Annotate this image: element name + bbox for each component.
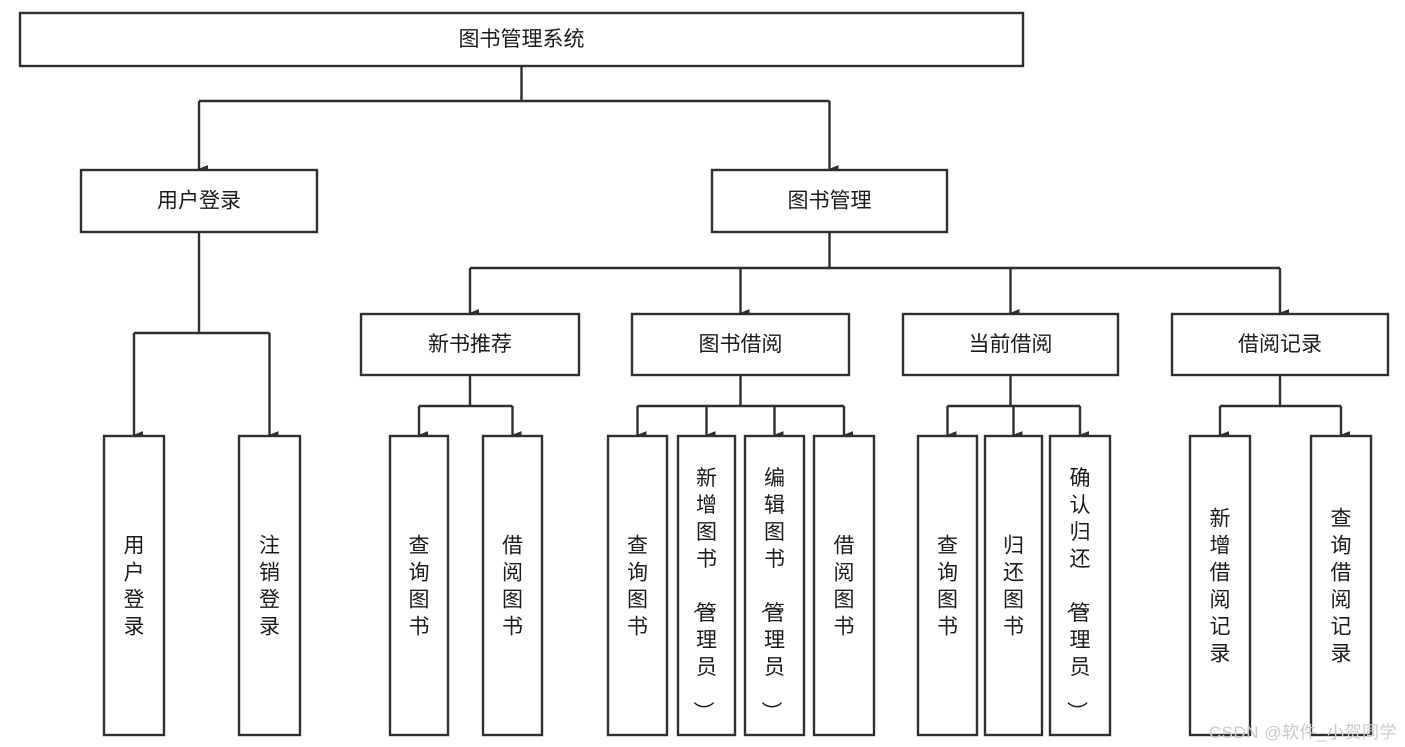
node-leaf-add-record[interactable]: 新增借阅记录: [1188, 434, 1252, 737]
node-label: 用户登录: [124, 535, 145, 639]
node-leaf-confirm-return[interactable]: 确认归还（管理员）: [1048, 434, 1112, 737]
node-leaf-query-book-3[interactable]: 查询图书: [916, 434, 979, 737]
watermark-label: CSDN @软件_小贺同学: [1208, 723, 1397, 742]
node-leaf-add-book[interactable]: 新增图书（管理员）: [676, 434, 737, 737]
node-label: 新增图书（管理员）: [691, 467, 717, 722]
node-label: 图书借阅: [699, 333, 783, 356]
node-leaf-logout[interactable]: 注销登录: [237, 434, 302, 737]
node-label: 当前借阅: [969, 333, 1053, 356]
node-box: [18, 11, 1025, 68]
node-label: 借阅图书: [502, 535, 523, 639]
node-leaf-borrow-book-1[interactable]: 借阅图书: [481, 434, 544, 737]
node-label: 查询图书: [627, 535, 648, 639]
node-current-borrow[interactable]: 当前借阅: [901, 312, 1120, 377]
node-label: 查询借阅记录: [1331, 508, 1352, 666]
node-box: [1170, 312, 1390, 377]
node-box: [237, 434, 302, 737]
node-label: 查询图书: [409, 535, 430, 639]
node-book-borrow[interactable]: 图书借阅: [630, 312, 851, 377]
node-label: 编辑图书（管理员）: [759, 467, 785, 722]
node-label: 确认归还（管理员）: [1065, 467, 1091, 722]
node-leaf-edit-book[interactable]: 编辑图书（管理员）: [743, 434, 806, 737]
node-leaf-query-record[interactable]: 查询借阅记录: [1309, 434, 1373, 737]
node-label: 新书推荐: [428, 333, 512, 356]
node-box: [102, 434, 166, 737]
node-box: [359, 312, 581, 377]
connector-layer: [132, 66, 1351, 440]
node-box: [1309, 434, 1373, 737]
node-box: [388, 434, 450, 737]
node-box: [79, 168, 319, 234]
node-user-login[interactable]: 用户登录: [79, 168, 319, 234]
node-box: [743, 434, 806, 737]
node-box: [901, 312, 1120, 377]
node-box: [812, 434, 876, 737]
node-box: [606, 434, 669, 737]
node-leaf-return-book[interactable]: 归还图书: [983, 434, 1044, 737]
node-leaf-borrow-book-2[interactable]: 借阅图书: [812, 434, 876, 737]
node-borrow-record[interactable]: 借阅记录: [1170, 312, 1390, 377]
node-box: [983, 434, 1044, 737]
node-label: 注销登录: [259, 535, 280, 639]
node-box: [916, 434, 979, 737]
node-label: 查询图书: [937, 535, 958, 639]
node-label: 图书管理: [788, 190, 872, 213]
node-box: [1048, 434, 1112, 737]
node-box: [630, 312, 851, 377]
node-label: 用户登录: [157, 190, 241, 213]
node-root[interactable]: 图书管理系统: [18, 11, 1025, 68]
node-leaf-query-book-2[interactable]: 查询图书: [606, 434, 669, 737]
node-leaf-query-book-1[interactable]: 查询图书: [388, 434, 450, 737]
node-box: [676, 434, 737, 737]
node-label: 归还图书: [1003, 535, 1024, 639]
node-box: [481, 434, 544, 737]
node-box: [1188, 434, 1252, 737]
node-box: [710, 168, 949, 234]
node-label: 借阅记录: [1238, 333, 1322, 356]
node-label: 新增借阅记录: [1210, 508, 1231, 666]
node-label: 借阅图书: [834, 535, 855, 639]
node-leaf-user-login[interactable]: 用户登录: [102, 434, 166, 737]
node-layer: 图书管理系统用户登录图书管理新书推荐图书借阅当前借阅借阅记录用户登录注销登录查询…: [18, 11, 1390, 737]
node-label: 图书管理系统: [459, 28, 585, 51]
node-book-manage[interactable]: 图书管理: [710, 168, 949, 234]
node-new-book-rec[interactable]: 新书推荐: [359, 312, 581, 377]
